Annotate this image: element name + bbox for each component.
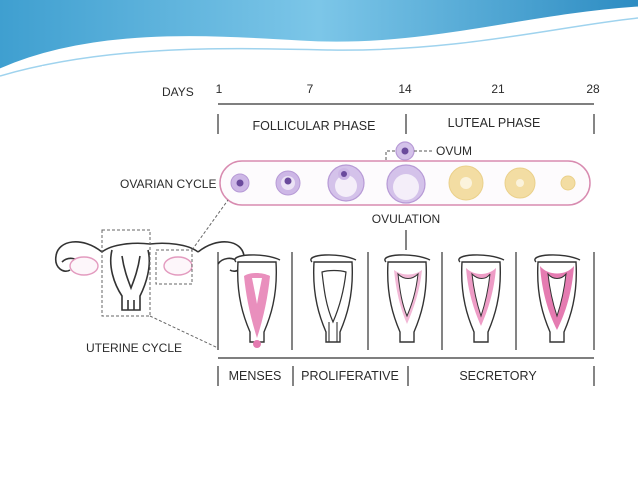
follicular-phase-label: FOLLICULAR PHASE: [253, 119, 376, 133]
follicle-stage-5: [448, 165, 484, 201]
ovum-nucleus-icon: [401, 147, 409, 155]
diagram-canvas: DAYS 1 7 14 21 28 FOLLICULAR PHASE LUTEA…: [54, 82, 600, 386]
uterus-stage-1: [234, 254, 281, 348]
uterine-cycle-label: UTERINE CYCLE: [86, 341, 182, 355]
day-tick-14: 14: [398, 82, 412, 96]
ovum-release-line: [385, 150, 395, 161]
menstrual-cycle-diagram: DAYS 1 7 14 21 28 FOLLICULAR PHASE LUTEA…: [42, 66, 616, 397]
stage-proliferative-label: PROLIFERATIVE: [301, 369, 399, 383]
stage-secretory-label: SECRETORY: [459, 369, 537, 383]
luteal-phase-label: LUTEAL PHASE: [448, 116, 541, 130]
follicle-stage-2: [275, 170, 301, 196]
corpus-albicans-icon: [560, 175, 576, 191]
uterus-stage-3: [384, 254, 431, 343]
day-tick-7: 7: [307, 82, 314, 96]
day-tick-28: 28: [586, 82, 600, 96]
follicle-stage-1: [230, 173, 250, 193]
follicle-stage-7: [560, 175, 576, 191]
follicle-stage-6: [504, 167, 536, 199]
follicle-stage-3: [327, 164, 365, 202]
ovarian-cycle-label: OVARIAN CYCLE: [120, 177, 216, 191]
days-label: DAYS: [162, 85, 194, 99]
left-ovary-icon: [69, 256, 99, 276]
day-tick-1: 1: [216, 82, 223, 96]
uterus-zoom-leader: [149, 315, 219, 349]
ovulation-label: OVULATION: [372, 212, 440, 226]
stage-menses-label: MENSES: [229, 369, 282, 383]
right-ovary-icon: [163, 256, 193, 276]
ovum-label: OVUM: [436, 144, 472, 158]
uterus-stage-5: [534, 254, 581, 343]
endometrium-icon: [244, 273, 270, 338]
uterus-stage-2: [310, 254, 357, 343]
uterus-zoom-box: [101, 229, 151, 317]
follicle-stage-4: [386, 164, 426, 204]
ovary-zoom-box: [155, 249, 193, 285]
day-tick-21: 21: [491, 82, 505, 96]
uterus-stage-4: [458, 254, 505, 343]
ovary-zoom-leader: [191, 199, 229, 251]
slide-header-banner: [0, 0, 638, 77]
